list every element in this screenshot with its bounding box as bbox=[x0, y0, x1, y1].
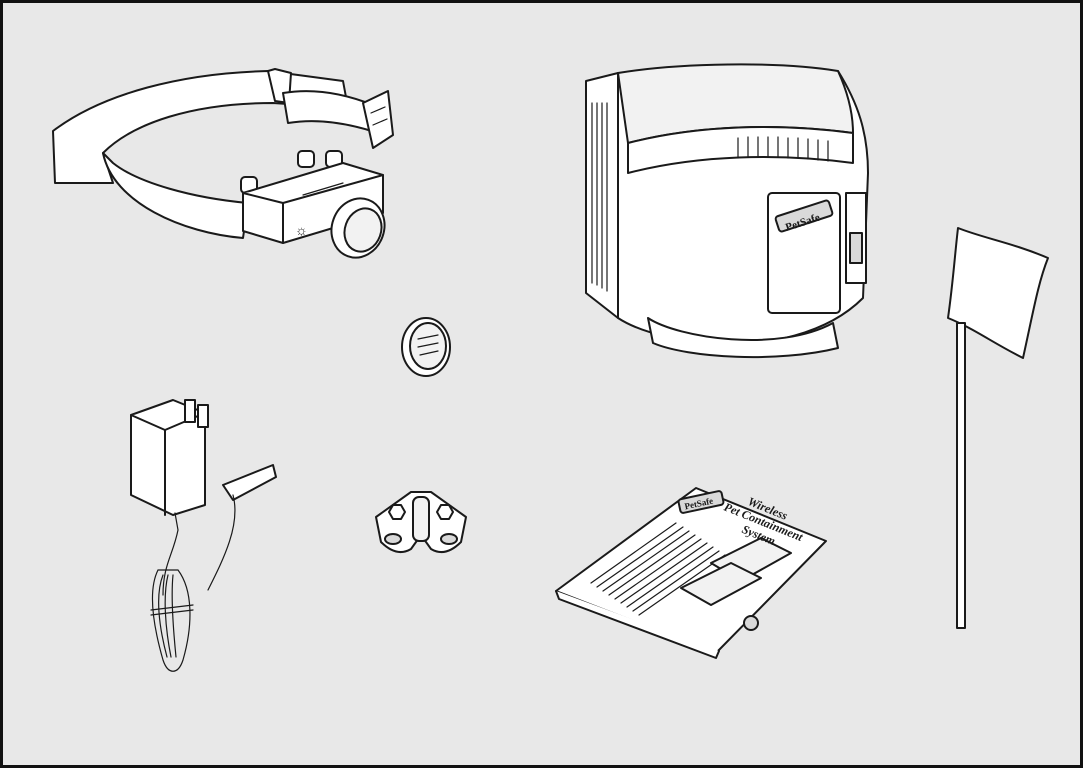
power-adapter bbox=[123, 395, 293, 680]
boundary-flag bbox=[943, 223, 1053, 633]
owners-manual: PetSafe Wireless Pet Containment System bbox=[551, 483, 831, 658]
receiver-collar: ☼ bbox=[43, 63, 403, 273]
transmitter-unit: PetSafe bbox=[578, 63, 878, 358]
collar-battery bbox=[398, 315, 454, 379]
test-light-tool bbox=[371, 487, 471, 561]
light-symbol: ☼ bbox=[295, 224, 308, 239]
